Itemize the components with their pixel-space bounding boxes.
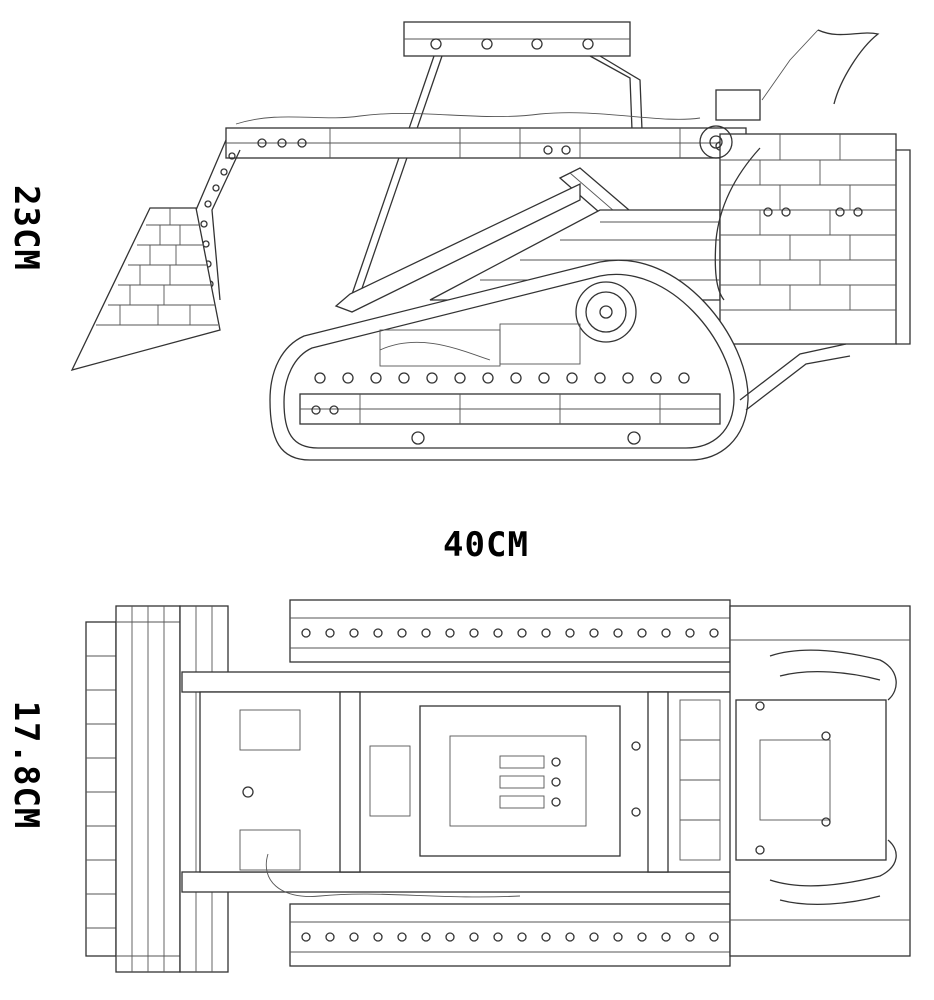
side-view bbox=[70, 21, 911, 461]
top-blade bbox=[85, 605, 229, 973]
track bbox=[269, 259, 749, 461]
top-view bbox=[85, 599, 911, 973]
top-frame bbox=[181, 671, 763, 898]
roll-cage bbox=[349, 21, 643, 301]
lift-arm bbox=[225, 112, 747, 159]
top-track-upper bbox=[289, 599, 731, 663]
top-track-lower bbox=[289, 903, 731, 967]
length-dimension-label: 40CM bbox=[443, 525, 529, 565]
bucket bbox=[70, 207, 221, 371]
rear-support bbox=[739, 343, 851, 411]
top-engine bbox=[679, 605, 911, 957]
